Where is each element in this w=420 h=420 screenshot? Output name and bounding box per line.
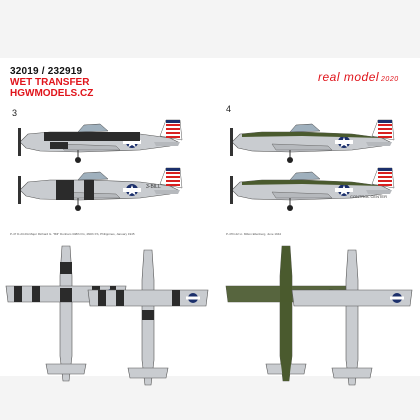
variant-4-caption: P-47D-22 Lt. Milton Ellenberg, June 1944 <box>226 232 282 236</box>
variant-3-top-view <box>5 245 127 382</box>
variant-3-side-view-a <box>17 119 183 164</box>
website-link[interactable]: HGWMODELS.CZ <box>10 88 94 99</box>
variant-4-top-view <box>225 245 347 382</box>
variant-4-code: CONTROL CENTER <box>350 194 387 199</box>
variant-3-caption: P-47 D-23-RA Major Richard G. "Bill" Dun… <box>10 232 135 236</box>
variant-4-bottom-view <box>291 249 413 386</box>
variant-4-number: 4 <box>226 104 232 114</box>
product-type: WET TRANSFER <box>10 77 90 88</box>
variant-3-bottom-view <box>87 249 209 386</box>
variant-4-side-view-b: CONTROL CENTER <box>229 167 395 212</box>
product-code: 32019 / 232919 <box>10 66 83 77</box>
variant-3-side-view-b: 3-BILL <box>17 167 183 212</box>
variant-3-number: 3 <box>12 108 18 118</box>
variant-4-side-view-a <box>229 119 395 164</box>
variant-3-code: 3-BILL <box>146 184 161 190</box>
